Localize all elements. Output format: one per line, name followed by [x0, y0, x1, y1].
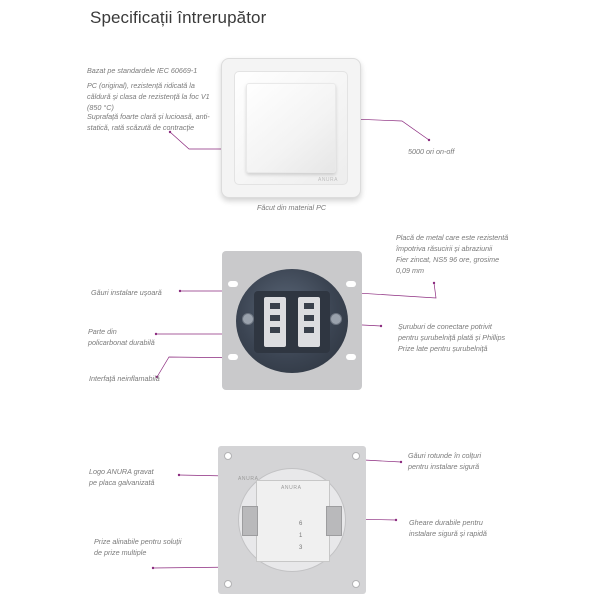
note-line: instalare sigură și rapidă	[409, 529, 487, 538]
leader-dot	[427, 138, 431, 142]
terminal-number: 6	[299, 521, 303, 527]
corner-hole	[352, 580, 360, 588]
note-line: statică, rată scăzută de contracție	[87, 123, 195, 132]
switch-product-image: ANURA	[221, 58, 361, 198]
round-holes-note: Găuri rotunde în colțuri pentru instalar…	[408, 450, 481, 472]
cycles-note: 5000 ori on-off	[408, 147, 455, 156]
terminal-number: 1	[299, 533, 303, 539]
terminal-block	[264, 297, 286, 347]
note-line: PC (original), rezistență ridicată la	[87, 81, 195, 90]
corner-hole	[224, 452, 232, 460]
leader-dot	[151, 566, 155, 570]
note-line: (850 °C)	[87, 103, 114, 112]
note-line: Găuri rotunde în colțuri	[408, 451, 482, 460]
mechanism-product-image	[222, 251, 362, 390]
switch-brand-mark: ANURA	[317, 177, 338, 183]
terminal-slot	[304, 315, 314, 321]
install-hole	[346, 354, 356, 360]
screw-icon	[330, 313, 342, 325]
note-line: Placă de metal care este rezistentă	[396, 233, 509, 242]
box-logo: ANURA	[281, 485, 302, 491]
switch-caption: Făcut din material PC	[257, 203, 327, 212]
claws-note: Gheare durabile pentru instalare sigură …	[409, 517, 487, 539]
terminal-block	[298, 297, 320, 347]
terminal-slot	[270, 303, 280, 309]
terminal-slot	[304, 303, 314, 309]
mechanism-terminal-area	[254, 291, 330, 353]
switch-frame	[234, 71, 348, 185]
install-hole	[346, 281, 356, 287]
polycarbonate-note: Parte din policarbonat durabilă	[88, 326, 155, 348]
screw-icon	[242, 313, 254, 325]
nonflammable-note: Interfață neinflamabilă	[89, 374, 160, 383]
leader-dot	[379, 324, 383, 328]
standards-note: Bazat pe standardele IEC 60669-1	[87, 66, 198, 75]
leader-dot	[399, 460, 403, 464]
surface-note: Suprafață foarte clară și lucioasă, anti…	[87, 111, 210, 133]
leader-dot	[178, 289, 182, 293]
pc-material-note: PC (original), rezistență ridicată la că…	[87, 80, 210, 113]
note-line: Parte din	[88, 327, 117, 336]
adapt-note: Prize alinabile pentru soluții de prize …	[94, 536, 182, 558]
note-line: căldură și clasa de rezistență la foc V1	[87, 92, 210, 101]
note-line: policarbonat durabilă	[88, 338, 155, 347]
note-line: pe placa galvanizată	[89, 478, 155, 487]
mechanism-body	[236, 269, 348, 373]
leader-dot	[394, 518, 398, 522]
metal-plate-note: Placă de metal care este rezistentă împo…	[396, 232, 508, 276]
logo-note: Logo ANURA gravat pe placa galvanizată	[89, 466, 155, 488]
note-line: Logo ANURA gravat	[89, 467, 154, 476]
note-line: 0,09 mm	[396, 266, 424, 275]
engraved-logo: ANURA	[238, 476, 259, 482]
leader-line-install-holes	[180, 290, 227, 311]
corner-hole	[352, 452, 360, 460]
leader-line-round-holes	[363, 459, 402, 463]
note-line: Prize alinabile pentru soluții	[94, 537, 182, 546]
corner-hole	[224, 580, 232, 588]
terminal-slot	[304, 327, 314, 333]
switch-rocker	[246, 83, 336, 173]
note-line: pentru instalare sigură	[408, 462, 480, 471]
note-line: pentru șurubelniță plată și Phillips	[398, 333, 506, 342]
install-holes-note: Găuri instalare ușoară	[91, 288, 162, 297]
leader-dot	[154, 332, 158, 336]
install-hole	[228, 354, 238, 360]
install-hole	[228, 281, 238, 287]
mounting-claw	[242, 506, 258, 536]
note-line: Gheare durabile pentru	[409, 518, 483, 527]
screws-note: Șuruburi de conectare potrivit pentru șu…	[398, 321, 505, 354]
note-line: de prize multiple	[94, 548, 147, 557]
note-line: împotriva răsucirii și abraziunii	[396, 244, 493, 253]
note-line: Suprafață foarte clară și lucioasă, anti…	[87, 112, 210, 121]
note-line: Prize late pentru șurubelniță	[398, 344, 488, 353]
terminal-number: 3	[299, 545, 303, 551]
mounting-claw	[326, 506, 342, 536]
back-product-image: ANURA ANURA 6 1 3	[218, 446, 366, 594]
note-line: Șuruburi de conectare potrivit	[398, 322, 492, 331]
page-title: Specificații întrerupător	[90, 8, 267, 27]
back-terminal-box: ANURA 6 1 3	[256, 480, 330, 562]
note-line: Fier zincat, NS5 96 ore, grosime	[396, 255, 500, 264]
terminal-slot	[270, 315, 280, 321]
leader-dot	[177, 473, 181, 477]
leader-dot	[432, 281, 436, 285]
terminal-slot	[270, 327, 280, 333]
